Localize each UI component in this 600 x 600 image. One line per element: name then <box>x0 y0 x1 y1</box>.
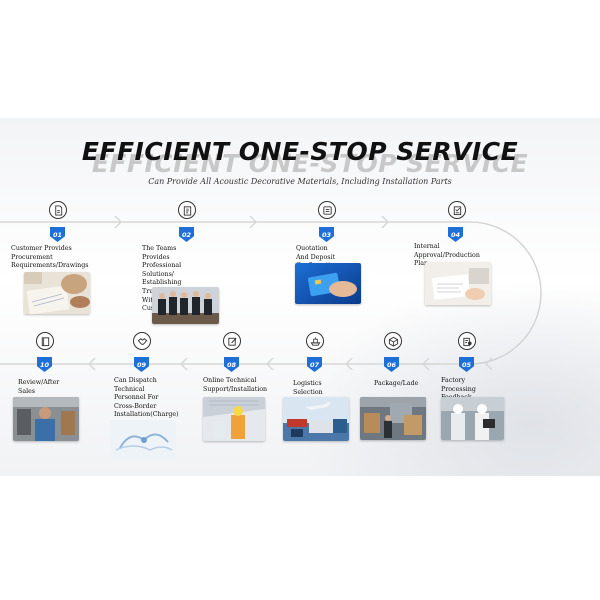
step-photo <box>203 397 265 441</box>
step-photo <box>425 262 491 305</box>
page-title: EFFICIENT ONE-STOP SERVICE <box>81 137 519 166</box>
clipboard-icon <box>178 201 196 219</box>
quotation-icon <box>318 201 336 219</box>
step-photo <box>283 397 349 441</box>
step-label: Internal Approval/Production Plan <box>414 243 480 268</box>
step-number: 05 <box>459 357 474 372</box>
step-label: Logistics Selection <box>293 380 323 396</box>
step-number: 03 <box>319 227 334 242</box>
ship-icon <box>306 332 324 350</box>
step-photo <box>24 272 90 314</box>
book-icon <box>36 332 54 350</box>
step-label: Review/After Sales <box>18 379 60 395</box>
page-subtitle: Can Provide All Acoustic Decorative Mate… <box>148 177 452 186</box>
step-number: 02 <box>179 227 194 242</box>
step-photo <box>13 397 79 441</box>
step-number: 10 <box>37 357 52 372</box>
step-photo <box>441 397 504 440</box>
document-icon <box>49 201 67 219</box>
title-shadow: EFFICIENT ONE-STOP SERVICE <box>91 149 529 178</box>
step-number: 06 <box>384 357 399 372</box>
feedback-icon <box>458 332 476 350</box>
step-number: 07 <box>307 357 322 372</box>
step-photo <box>110 420 176 460</box>
approval-icon <box>448 201 466 219</box>
step-photo <box>360 397 426 440</box>
step-number: 08 <box>224 357 239 372</box>
step-label: Customer Provides Procurement Requiremen… <box>11 245 89 270</box>
step-photo <box>152 287 219 324</box>
step-label: Online Technical Support/Installation <box>203 377 268 393</box>
step-number: 01 <box>50 227 65 242</box>
step-label: Can Dispatch Technical Personnel For Cro… <box>114 377 179 419</box>
package-icon <box>384 332 402 350</box>
edit-icon <box>223 332 241 350</box>
handshake-icon <box>133 332 151 350</box>
step-photo <box>295 263 361 304</box>
step-label: Package/Lade <box>374 380 419 387</box>
step-number: 09 <box>134 357 149 372</box>
step-number: 04 <box>448 227 463 242</box>
